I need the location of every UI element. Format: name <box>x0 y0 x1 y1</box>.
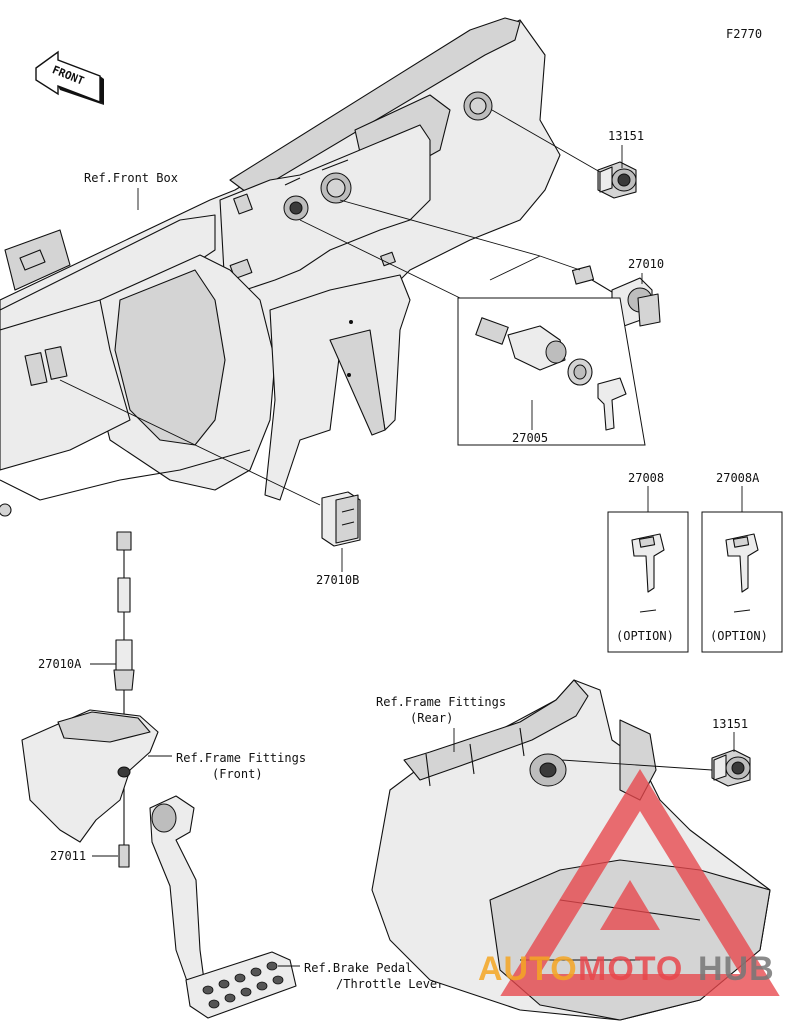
leader-27005 <box>299 219 533 430</box>
label-27008: 27008 <box>628 471 664 485</box>
ref-frame-rear-l2: (Rear) <box>410 711 453 725</box>
brake-switch-27010A <box>113 531 135 868</box>
label-13151-bottom: 13151 <box>712 717 748 731</box>
watermark-text: AUTO MOTO HUB <box>478 950 775 988</box>
label-27011: 27011 <box>50 849 86 863</box>
ref-brake-l1: Ref.Brake Pedal <box>304 961 412 975</box>
label-27010A: 27010A <box>38 657 82 671</box>
leader-27010 <box>339 199 643 284</box>
option-note-27008: (OPTION) <box>616 629 674 643</box>
label-13151-top: 13151 <box>608 129 644 143</box>
watermark-hub: HUB <box>698 950 775 988</box>
leader-13151-top <box>491 109 623 173</box>
brake-pedal <box>149 795 297 1019</box>
ref-front-box: Ref.Front Box <box>84 171 178 185</box>
socket-13151-top <box>597 161 637 199</box>
frame-fitting-front-bracket <box>21 709 159 843</box>
front-arrow-icon: FRONT <box>35 50 104 105</box>
watermark-auto: AUTO <box>478 950 578 988</box>
label-27005: 27005 <box>512 431 548 445</box>
ref-frame-front-l1: Ref.Frame Fittings <box>176 751 306 765</box>
option-key-27008A <box>701 511 783 653</box>
rocker-switch-27010B <box>321 491 361 547</box>
watermark-logo <box>500 769 780 996</box>
figure-code: F2770 <box>726 27 762 41</box>
watermark-moto: MOTO <box>578 950 683 988</box>
socket-13151-bottom <box>711 749 751 787</box>
ref-frame-rear-l1: Ref.Frame Fittings <box>376 695 506 709</box>
label-27010: 27010 <box>628 257 664 271</box>
leader-27010B <box>59 379 343 572</box>
ref-frame-front-l2: (Front) <box>212 767 263 781</box>
label-27010B: 27010B <box>316 573 359 587</box>
ref-brake-l2: /Throttle Lever <box>336 977 444 991</box>
leader-13151-bottom <box>561 732 735 771</box>
option-note-27008A: (OPTION) <box>710 629 768 643</box>
ignition-27005 <box>457 297 646 446</box>
label-27008A: 27008A <box>716 471 760 485</box>
dashboard-assembly <box>0 17 561 517</box>
option-key-27008 <box>607 511 689 653</box>
